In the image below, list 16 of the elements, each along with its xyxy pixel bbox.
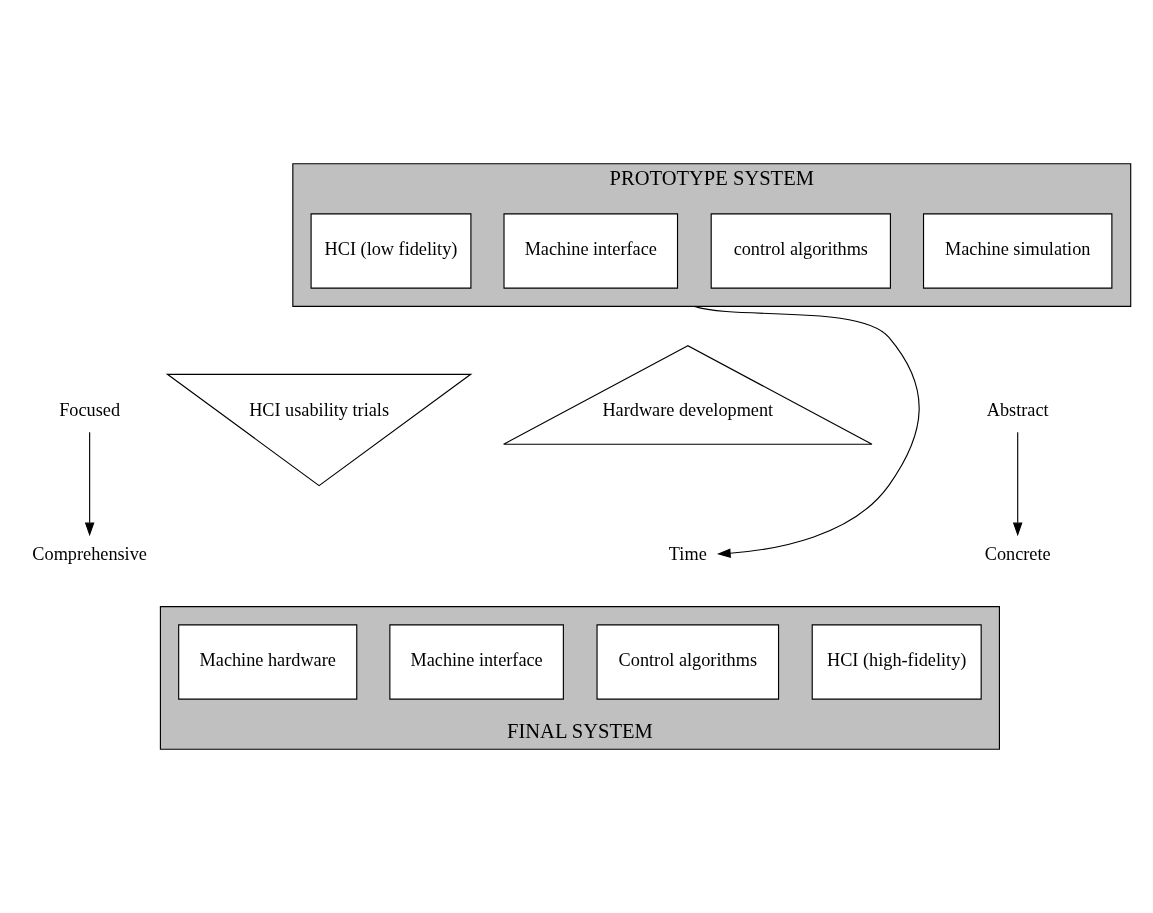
node-text: Abstract <box>986 399 1049 420</box>
arrow <box>84 431 95 537</box>
node-text: Focused <box>59 399 121 420</box>
node-box: Machine simulation <box>922 213 1113 289</box>
node-box: Machine hardware <box>178 624 358 700</box>
node-box: Machine interface <box>389 624 564 700</box>
arrow <box>694 305 920 558</box>
node-text: Time <box>668 543 707 564</box>
node-text: Concrete <box>984 543 1051 564</box>
node-text: Comprehensive <box>32 543 147 564</box>
node-box: HCI (high-fidelity) <box>811 624 982 700</box>
node-box: control algorithms <box>710 213 891 289</box>
arrow <box>1012 431 1023 537</box>
node-box: Machine interface <box>503 213 679 289</box>
node-box: HCI (low fidelity) <box>310 213 472 289</box>
node-box: Control algorithms <box>596 624 780 700</box>
